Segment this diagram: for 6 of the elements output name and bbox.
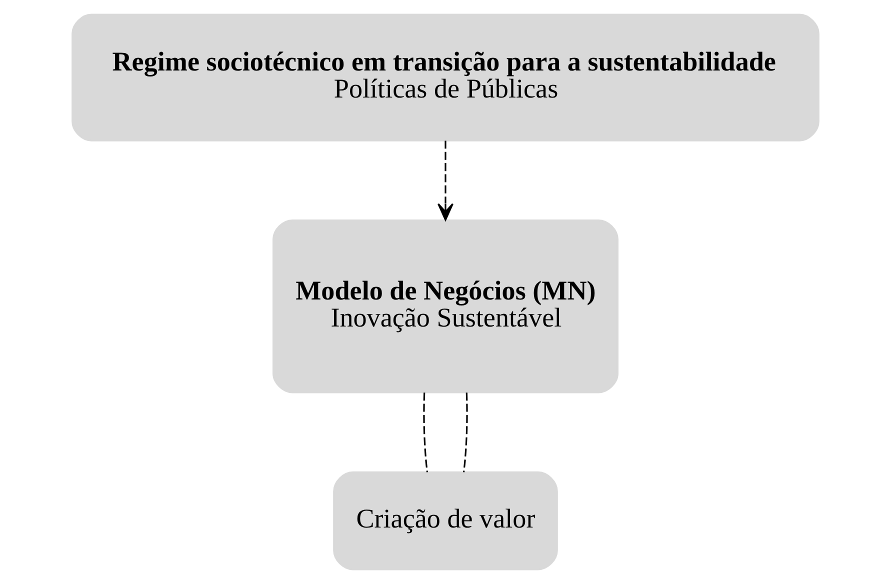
- connector: [423, 392, 428, 472]
- connector: [462, 392, 468, 472]
- node-box: Criação de valor: [333, 471, 558, 570]
- arrow: [438, 140, 454, 221]
- node-box: Regime sociotécnico em transição para a sustentabilidade Políticas de Públicas: [72, 14, 820, 142]
- node-box: Modelo de Negócios (MN) Inovação Sustentável: [272, 219, 618, 394]
